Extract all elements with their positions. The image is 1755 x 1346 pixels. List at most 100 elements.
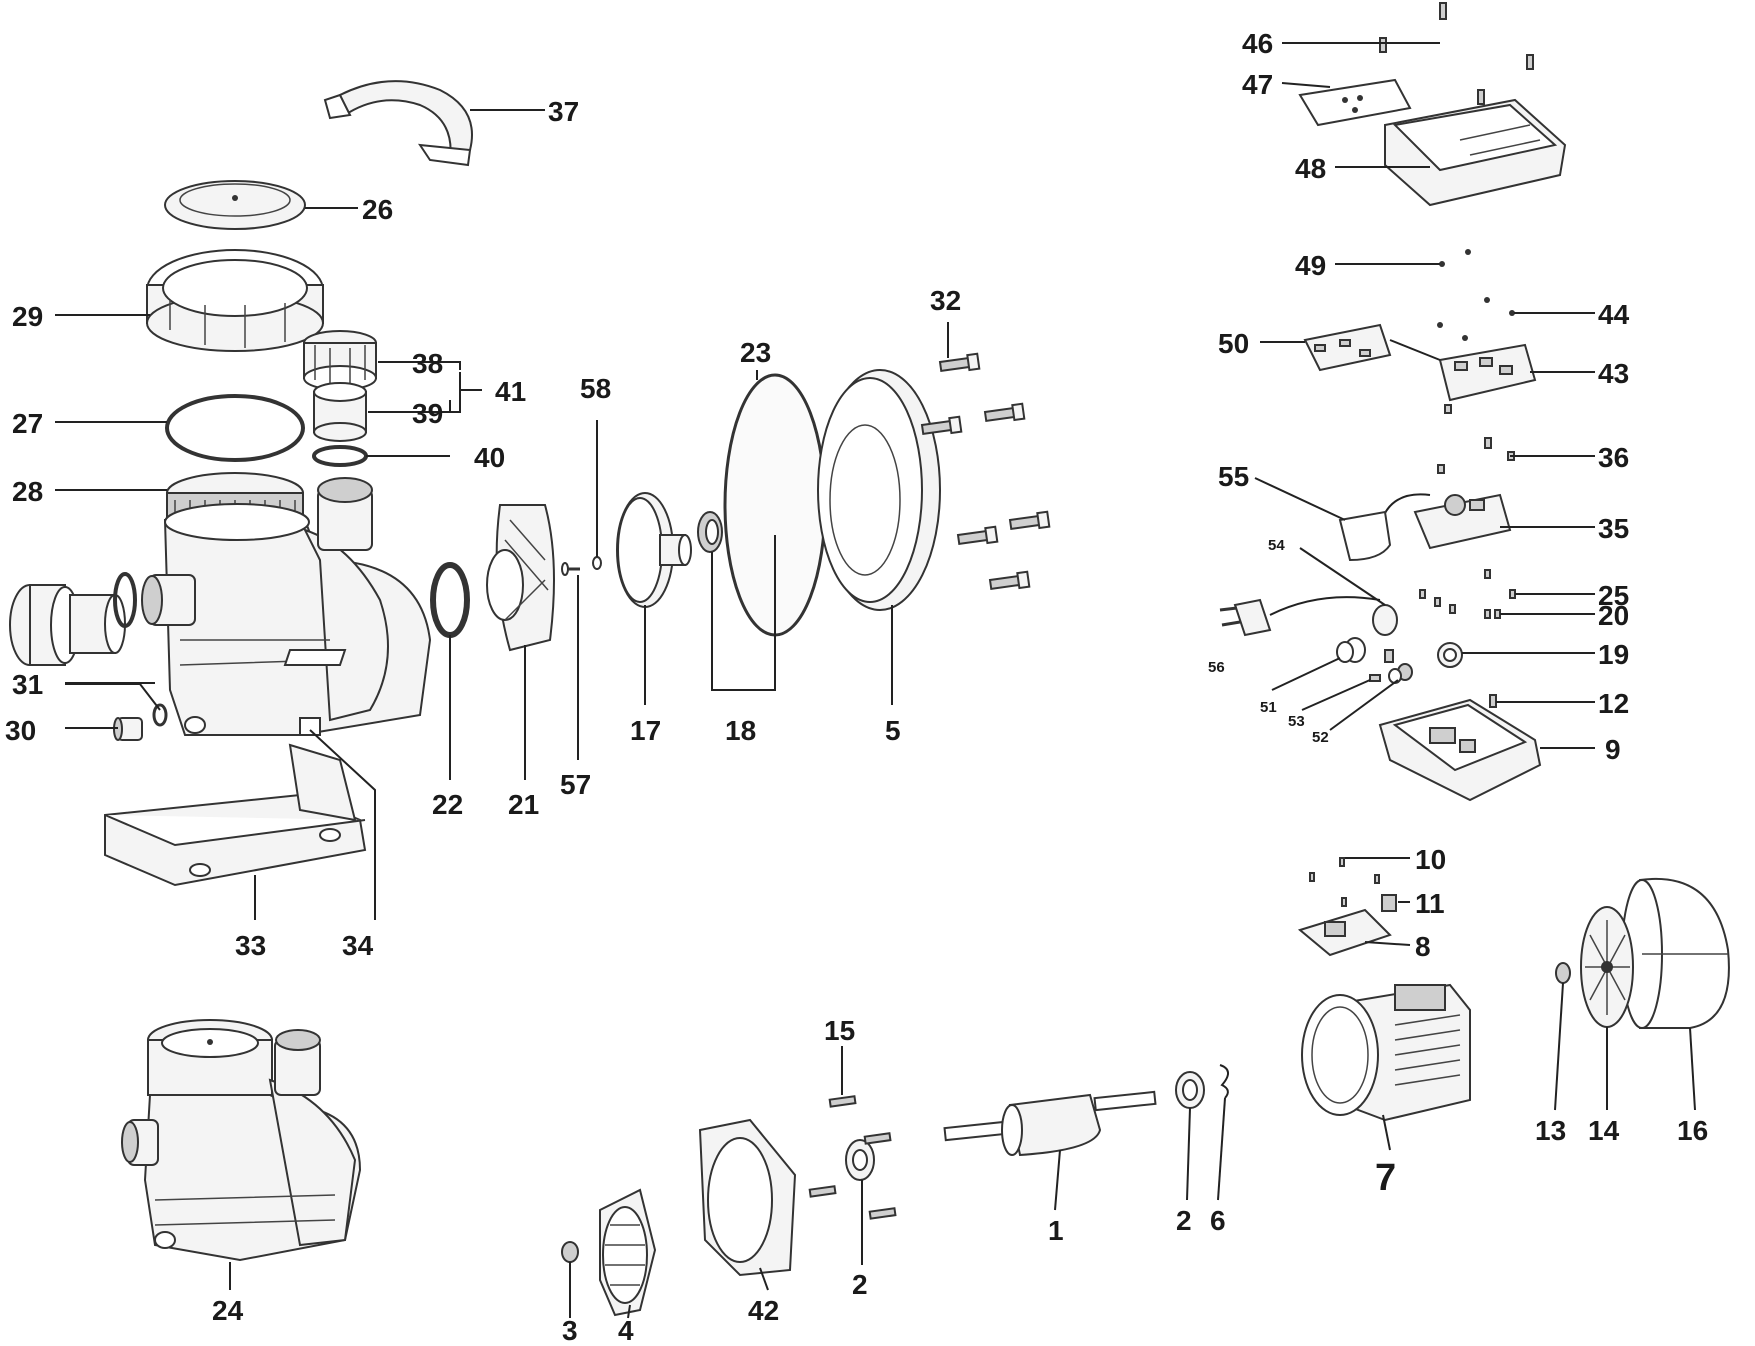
label-30: 30 bbox=[5, 715, 36, 746]
end-cover-4 bbox=[599, 1188, 657, 1317]
fan-14 bbox=[1580, 906, 1634, 1028]
screws-10 bbox=[1309, 857, 1380, 907]
screw-57 bbox=[561, 562, 580, 576]
label-33: 33 bbox=[235, 930, 266, 961]
spacers-36 bbox=[1437, 404, 1515, 474]
label-21: 21 bbox=[508, 789, 539, 820]
label-25: 25 bbox=[1598, 580, 1629, 611]
fan-clip-13 bbox=[1555, 962, 1571, 984]
label-5: 5 bbox=[885, 715, 901, 746]
label-53: 53 bbox=[1288, 713, 1305, 730]
label-22: 22 bbox=[432, 789, 463, 820]
label-35: 35 bbox=[1598, 513, 1629, 544]
cable-glands bbox=[1336, 604, 1413, 684]
terminal-board-8 bbox=[1297, 908, 1392, 957]
drain-oring-31 bbox=[152, 703, 168, 727]
label-37: 37 bbox=[548, 96, 579, 127]
rotor-shaft-1 bbox=[943, 1090, 1157, 1157]
label-42: 42 bbox=[748, 1295, 779, 1326]
power-board-35 bbox=[1413, 493, 1512, 550]
circuit-board-43 bbox=[1438, 343, 1537, 402]
bolts-15 bbox=[808, 1095, 897, 1220]
union-oring-40 bbox=[312, 445, 368, 467]
screws-46 bbox=[1379, 2, 1534, 105]
bearing-2-left bbox=[845, 1139, 875, 1181]
label-2-left: 2 bbox=[852, 1269, 868, 1300]
pump-base-33 bbox=[104, 743, 367, 887]
strainer-clamp-37 bbox=[323, 80, 473, 167]
label-2-right: 2 bbox=[1176, 1205, 1192, 1236]
screw-12 bbox=[1489, 694, 1497, 708]
gland-nut-19 bbox=[1437, 642, 1463, 668]
motor-bracket-42 bbox=[698, 1118, 797, 1277]
label-23: 23 bbox=[740, 337, 771, 368]
diffuser-21 bbox=[486, 504, 555, 652]
label-57: 57 bbox=[560, 769, 591, 800]
lid-locking-ring-29 bbox=[146, 249, 324, 352]
label-46: 46 bbox=[1242, 28, 1273, 59]
power-cord-56 bbox=[1219, 596, 1381, 637]
union-nut-38 bbox=[303, 330, 377, 391]
drain-plug-30 bbox=[113, 717, 143, 741]
label-32: 32 bbox=[930, 285, 961, 316]
label-18: 18 bbox=[725, 715, 756, 746]
washer-58 bbox=[592, 556, 602, 570]
label-47: 47 bbox=[1242, 69, 1273, 100]
union-tail-left bbox=[69, 594, 126, 654]
label-11: 11 bbox=[1415, 888, 1445, 919]
label-20: 20 bbox=[1598, 600, 1629, 631]
label-56: 56 bbox=[1208, 659, 1225, 676]
terminal-box-9 bbox=[1378, 698, 1542, 802]
label-26: 26 bbox=[362, 194, 393, 225]
label-50: 50 bbox=[1218, 328, 1249, 359]
label-9: 9 bbox=[1605, 734, 1621, 765]
label-6: 6 bbox=[1210, 1205, 1226, 1236]
seal-34 bbox=[299, 717, 321, 736]
label-58: 58 bbox=[580, 373, 611, 404]
capacitor-55 bbox=[1338, 493, 1431, 562]
label-24: 24 bbox=[212, 1295, 244, 1326]
fan-cover-16 bbox=[1621, 877, 1730, 1029]
label-36: 36 bbox=[1598, 442, 1629, 473]
label-1: 1 bbox=[1048, 1215, 1064, 1246]
motor-stator-7 bbox=[1301, 983, 1471, 1122]
leader-lines bbox=[55, 42, 1696, 1319]
circuit-board-50 bbox=[1303, 323, 1392, 372]
union-oring-left bbox=[113, 572, 137, 628]
bolts-32 bbox=[920, 352, 1051, 591]
label-34: 34 bbox=[342, 930, 374, 961]
electronics-cover-48 bbox=[1384, 98, 1567, 207]
label-43: 43 bbox=[1598, 358, 1629, 389]
spacers-25-20 bbox=[1419, 569, 1516, 619]
label-7: 7 bbox=[1375, 1157, 1396, 1199]
label-16: 16 bbox=[1677, 1115, 1708, 1146]
strainer-lid-26 bbox=[164, 180, 306, 230]
label-27: 27 bbox=[12, 408, 43, 439]
nut-3 bbox=[561, 1241, 579, 1263]
label-12: 12 bbox=[1598, 688, 1629, 719]
small-screws-49-44 bbox=[1437, 249, 1515, 341]
label-49: 49 bbox=[1295, 250, 1326, 281]
pump-housing bbox=[141, 477, 432, 736]
label-15: 15 bbox=[824, 1015, 855, 1046]
label-48: 48 bbox=[1295, 153, 1326, 184]
label-plate-47 bbox=[1298, 78, 1412, 127]
label-51: 51 bbox=[1260, 699, 1277, 716]
connector-11 bbox=[1381, 894, 1397, 912]
label-55: 55 bbox=[1218, 461, 1249, 492]
union-tail-39 bbox=[313, 382, 367, 442]
label-38: 38 bbox=[412, 348, 443, 379]
label-14: 14 bbox=[1588, 1115, 1620, 1146]
bearing-2-right bbox=[1175, 1071, 1205, 1109]
label-13: 13 bbox=[1535, 1115, 1566, 1146]
label-31: 31 bbox=[12, 669, 43, 700]
assembled-pump-24 bbox=[121, 1019, 362, 1262]
impeller-17 bbox=[616, 492, 692, 608]
label-8: 8 bbox=[1415, 931, 1431, 962]
label-3: 3 bbox=[562, 1315, 578, 1346]
clip-6 bbox=[1219, 1064, 1229, 1099]
lid-o-ring-27 bbox=[165, 394, 305, 462]
union-nut-left bbox=[9, 584, 80, 666]
diffuser-oring-22 bbox=[430, 562, 470, 638]
